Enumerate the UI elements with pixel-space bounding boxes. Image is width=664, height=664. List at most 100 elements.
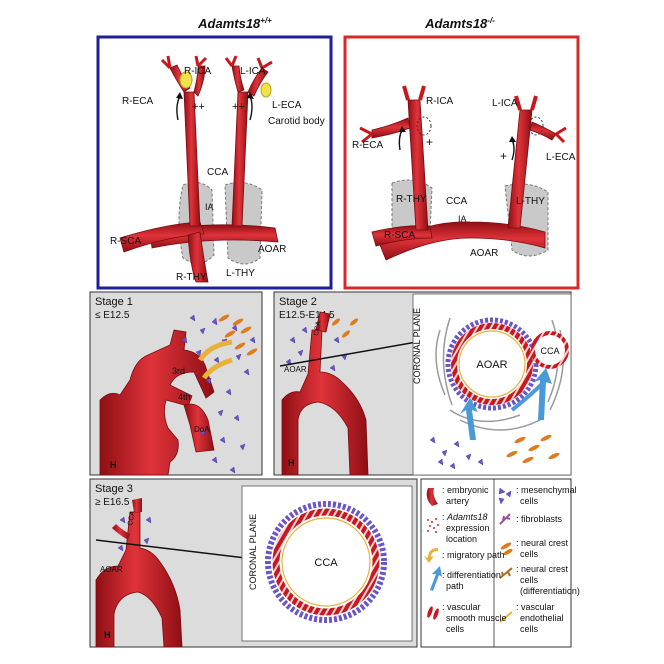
wt-l-cca-vessel	[231, 91, 249, 227]
stage3-mesenchymal-left	[117, 516, 152, 552]
ko-sca-vessel	[371, 225, 433, 247]
stage3-cca-endothelial-ring	[281, 517, 371, 607]
wt-label-carotid-body: Carotid body	[268, 116, 325, 127]
wt-label-r-eca: R-ECA	[122, 96, 153, 107]
wt-label-l-ica: L-ICA	[240, 66, 266, 77]
ko-label-ia: IA	[458, 214, 467, 224]
stage1-label-3rd: 3rd	[172, 366, 185, 376]
stage2-title: Stage 2	[279, 296, 317, 308]
endothelial-icon	[499, 611, 513, 623]
stage3-label-heart: H	[104, 630, 111, 640]
ko-label-aoar: AOAR	[470, 248, 498, 259]
stage1-neural-crest-cluster	[218, 314, 258, 356]
legend-box	[420, 478, 572, 648]
stage2-aoar-endothelial-ring	[458, 330, 526, 398]
ko-label-r-thy: R-THY	[396, 194, 427, 205]
panel-stage3: Stage 3 ≥ E16.5 CCA AOAR H CORONAL PLANE…	[89, 478, 418, 648]
stage3-label-coronal: CORONAL PLANE	[248, 514, 258, 590]
knockout-title: Adamts18-/-	[424, 16, 495, 31]
stage2-label-heart: H	[288, 458, 295, 468]
expression-dots-icon	[427, 518, 439, 533]
wildtype-border	[96, 35, 333, 290]
stage3-label-aoar-small: AOAR	[100, 565, 123, 574]
stage1-label-4th: 4th	[178, 392, 191, 402]
stage2-label-aoar-big: AOAR	[476, 359, 507, 371]
legend-item-migratory: : migratory path	[442, 550, 505, 560]
legend-item-fibroblasts: : fibroblasts	[516, 514, 563, 524]
wt-label-cca: CCA	[207, 167, 228, 178]
panel-stage2: Stage 2 E12.5-E14.5 CCA AOAR H CORONAL P…	[273, 291, 572, 476]
panel-stage1: Stage 1 ≤ E12.5 3rd 4th DoA H	[89, 291, 263, 476]
stage3-plane-line	[95, 539, 263, 561]
ko-label-cca: CCA	[446, 196, 467, 207]
stage1-artery	[99, 329, 215, 476]
differentiation-arrow-icon	[430, 566, 442, 591]
ko-label-l-ica: L-ICA	[492, 98, 518, 109]
stage2-plane-line	[279, 339, 429, 367]
wildtype-title: Adamts18+/+	[197, 16, 272, 31]
stage1-migratory-arrow-2	[201, 357, 233, 380]
stage3-label-cca-big: CCA	[314, 557, 338, 569]
stage2-differentiation-arrow-1	[460, 398, 478, 440]
panel-knockout: Adamts18-/- R-ICA L-ICA R-ECA L-ECA + + …	[343, 16, 580, 290]
migratory-arrow-icon	[424, 548, 438, 563]
stage2-cca-ring	[531, 331, 569, 369]
fibroblast-icon	[499, 513, 511, 525]
stage1-label-doa: DoA	[194, 425, 210, 434]
embryonic-artery-icon	[426, 488, 438, 506]
wt-label-flow-right: ++	[232, 101, 245, 113]
ko-l-cca-vessel	[507, 109, 533, 229]
stage3-artery	[95, 511, 183, 648]
ko-label-l-thy: L-THY	[516, 196, 545, 207]
stage2-mesenchymal-right	[429, 436, 484, 470]
neural-crest-icon	[500, 542, 513, 556]
stage3-range: ≥ E16.5	[95, 497, 130, 508]
stage2-neural-crest-left	[331, 318, 359, 338]
stage2-differentiation-arrow-2	[534, 368, 552, 420]
ko-label-flow-right: +	[500, 149, 507, 163]
wt-label-r-sca: R-SCA	[110, 236, 141, 247]
ko-label-r-eca: R-ECA	[352, 140, 383, 151]
ko-r-carotid-body-absent	[416, 116, 432, 136]
wt-label-l-eca: L-ECA	[272, 100, 302, 111]
stage3-label-cca-small: CCA	[127, 510, 137, 526]
wt-label-r-ica: R-ICA	[184, 66, 212, 77]
stage1-label-heart: H	[110, 460, 117, 470]
smooth-muscle-icon	[427, 606, 439, 620]
stage1-migratory-arrow-1	[197, 339, 233, 362]
mesenchymal-icon	[498, 487, 512, 505]
wt-label-ia: IA	[205, 202, 214, 212]
ko-label-r-sca: R-SCA	[384, 230, 415, 241]
stage1-title: Stage 1	[95, 296, 133, 308]
stage2-label-cca-small: CCA	[313, 320, 323, 336]
neural-crest-diff-icon	[499, 567, 513, 579]
stage3-title: Stage 3	[95, 483, 133, 495]
stage2-label-cca-big: CCA	[540, 346, 559, 356]
stage2-range: E12.5-E14.5	[279, 310, 335, 321]
wt-label-flow-left: ++	[192, 101, 205, 113]
wt-label-aoar: AOAR	[258, 244, 286, 255]
stage2-artery	[281, 329, 369, 476]
wt-r-cca-vessel	[183, 91, 201, 227]
stage2-label-aoar-small: AOAR	[284, 365, 307, 374]
wt-label-l-thy: L-THY	[226, 268, 255, 279]
stage2-mesenchymal-left	[285, 326, 348, 372]
ko-r-cca-vessel	[407, 99, 429, 231]
ko-label-r-ica: R-ICA	[426, 96, 454, 107]
wt-label-r-thy: R-THY	[176, 272, 207, 283]
wt-sca-vessel	[119, 221, 205, 253]
wt-l-carotid-body	[260, 82, 272, 98]
panel-wildtype: Adamts18+/+ R-ICA L-ICA R-ECA L-ECA Caro…	[96, 16, 333, 290]
wt-r-carotid-body	[179, 71, 193, 89]
ko-l-carotid-body-absent	[528, 116, 544, 136]
stage1-range: ≤ E12.5	[95, 310, 130, 321]
